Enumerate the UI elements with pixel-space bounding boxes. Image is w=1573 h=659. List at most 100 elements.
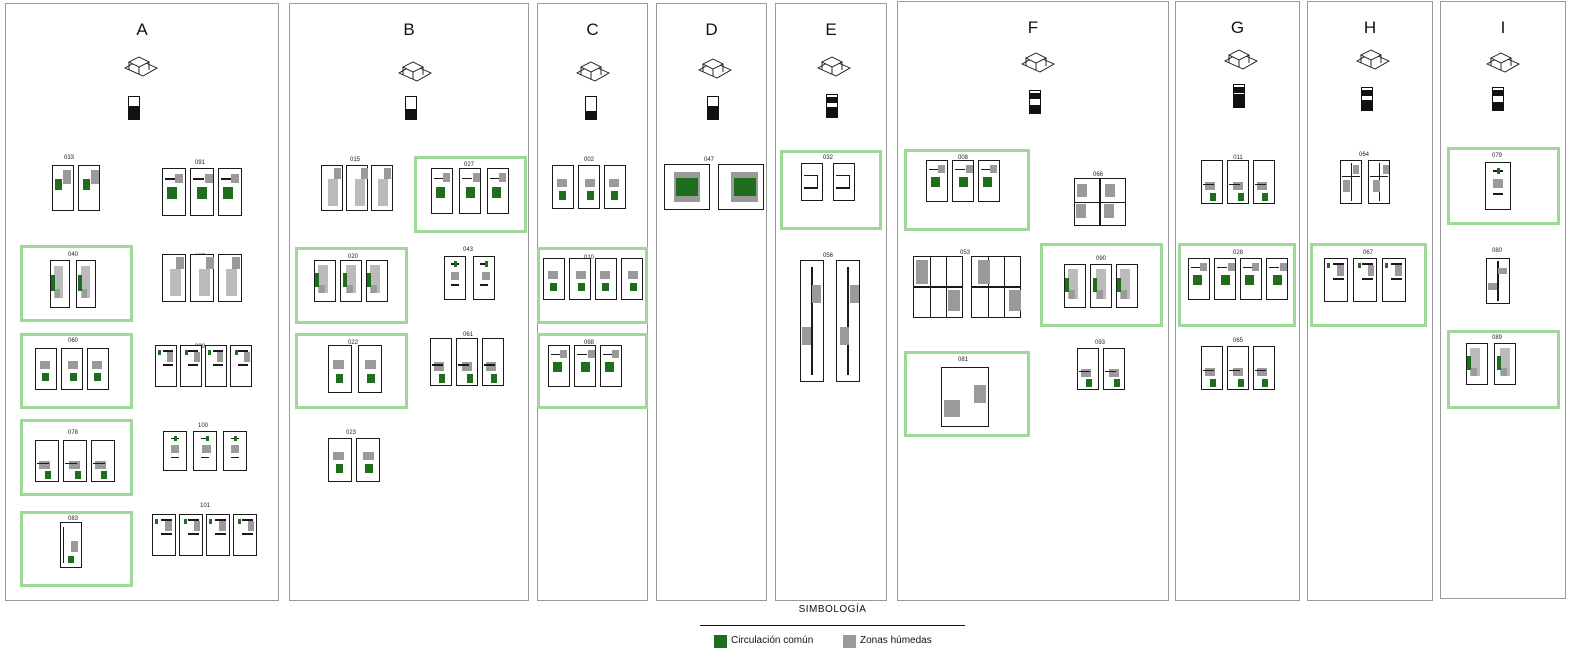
unit-code: 101 — [199, 503, 210, 509]
floor-plan — [1382, 258, 1406, 302]
wall — [193, 178, 205, 180]
circulation-zone — [55, 179, 62, 191]
highlight-frame — [1310, 243, 1427, 327]
circulation-zone — [454, 261, 457, 268]
floor-plan — [321, 165, 343, 211]
wet-zone — [247, 521, 255, 531]
wall — [1243, 267, 1253, 269]
floor-plan — [162, 168, 186, 216]
wall — [981, 169, 991, 171]
floor-plan — [179, 514, 203, 556]
wall — [1203, 184, 1214, 186]
wet-zone — [839, 327, 849, 345]
floor-plan — [193, 431, 217, 471]
wet-zone — [346, 285, 353, 293]
floor-plan — [1090, 264, 1112, 308]
circulation-zone — [1086, 379, 1092, 387]
wall — [603, 354, 613, 356]
wet-zone — [92, 361, 102, 369]
wet-zone — [612, 350, 619, 358]
circulation-zone — [550, 283, 557, 291]
unit-code: 060 — [67, 338, 78, 344]
floor-plan — [600, 345, 622, 387]
isometric-massing-icon — [398, 61, 432, 82]
floor-plan — [50, 260, 70, 308]
circulation-zone — [335, 373, 344, 383]
floor-plan — [1201, 346, 1223, 390]
wall — [490, 177, 500, 180]
circulation-zone — [223, 187, 234, 199]
floor-plan — [595, 258, 617, 300]
wet-zone — [560, 350, 567, 358]
wall — [241, 533, 253, 535]
wet-zone — [175, 173, 183, 183]
floor-plan — [223, 431, 247, 471]
wall — [238, 364, 248, 366]
floor-plan — [162, 254, 186, 302]
circulation-zone — [733, 178, 756, 196]
circulation-zone — [237, 519, 242, 524]
floor-plan — [1227, 160, 1249, 204]
floor-plan — [76, 260, 96, 308]
column-letter: E — [825, 20, 837, 39]
circulation-zone — [44, 471, 52, 479]
unit-code: 043 — [462, 247, 473, 253]
wall — [81, 265, 91, 298]
key-plan-icon — [585, 96, 597, 120]
wet-zone — [451, 271, 459, 281]
wall — [1229, 370, 1240, 372]
wall — [1496, 261, 1499, 301]
wet-zone — [1257, 368, 1267, 377]
wall — [214, 533, 226, 535]
floor-plan — [328, 438, 352, 482]
circulation-zone — [586, 191, 594, 200]
wet-zone — [916, 260, 929, 284]
circulation-zone — [1385, 263, 1389, 269]
wet-zone — [802, 327, 811, 345]
circulation-zone — [439, 373, 445, 383]
circulation-zone — [335, 464, 344, 473]
circulation-zone — [1245, 275, 1254, 285]
wall — [93, 463, 106, 465]
circulation-zone — [1117, 277, 1121, 293]
wet-zone — [557, 178, 567, 187]
wall — [458, 364, 469, 366]
wet-zone — [947, 290, 960, 311]
wet-zone — [167, 352, 173, 362]
wall — [200, 456, 210, 459]
isometric-massing-icon — [1356, 49, 1390, 70]
unit-code: 100 — [197, 423, 208, 429]
floor-plan — [621, 258, 643, 300]
floor-plan — [91, 440, 115, 482]
wet-zone — [627, 271, 638, 279]
floor-plan — [1103, 348, 1125, 390]
column-letter: I — [1500, 18, 1506, 37]
wall — [345, 265, 356, 293]
wall — [199, 268, 211, 297]
unit-code: 064 — [1358, 152, 1369, 158]
wet-zone — [193, 521, 201, 531]
isometric-massing-icon — [1021, 52, 1055, 73]
circulation-zone — [208, 350, 211, 355]
circulation-zone — [197, 187, 208, 199]
wet-zone — [472, 173, 480, 183]
circulation-zone — [484, 261, 488, 268]
wet-zone — [587, 350, 595, 358]
floor-plan — [1324, 258, 1348, 302]
wet-zone — [230, 445, 240, 453]
floor-plan — [941, 367, 989, 427]
floor-plan — [340, 260, 362, 302]
wet-zone — [1096, 290, 1103, 299]
circulation-zone — [491, 373, 497, 383]
floor-plan — [60, 522, 82, 568]
wet-zone — [974, 385, 986, 403]
unit-code: 011 — [1233, 155, 1243, 161]
wall — [1255, 370, 1266, 372]
circulation-zone — [74, 471, 82, 479]
wall — [1470, 348, 1480, 376]
unit-code: 028 — [1232, 250, 1243, 256]
wet-zone — [486, 362, 496, 372]
unit-code: 022 — [347, 340, 358, 346]
floor-plan — [206, 514, 230, 556]
column-letter: D — [705, 20, 718, 39]
